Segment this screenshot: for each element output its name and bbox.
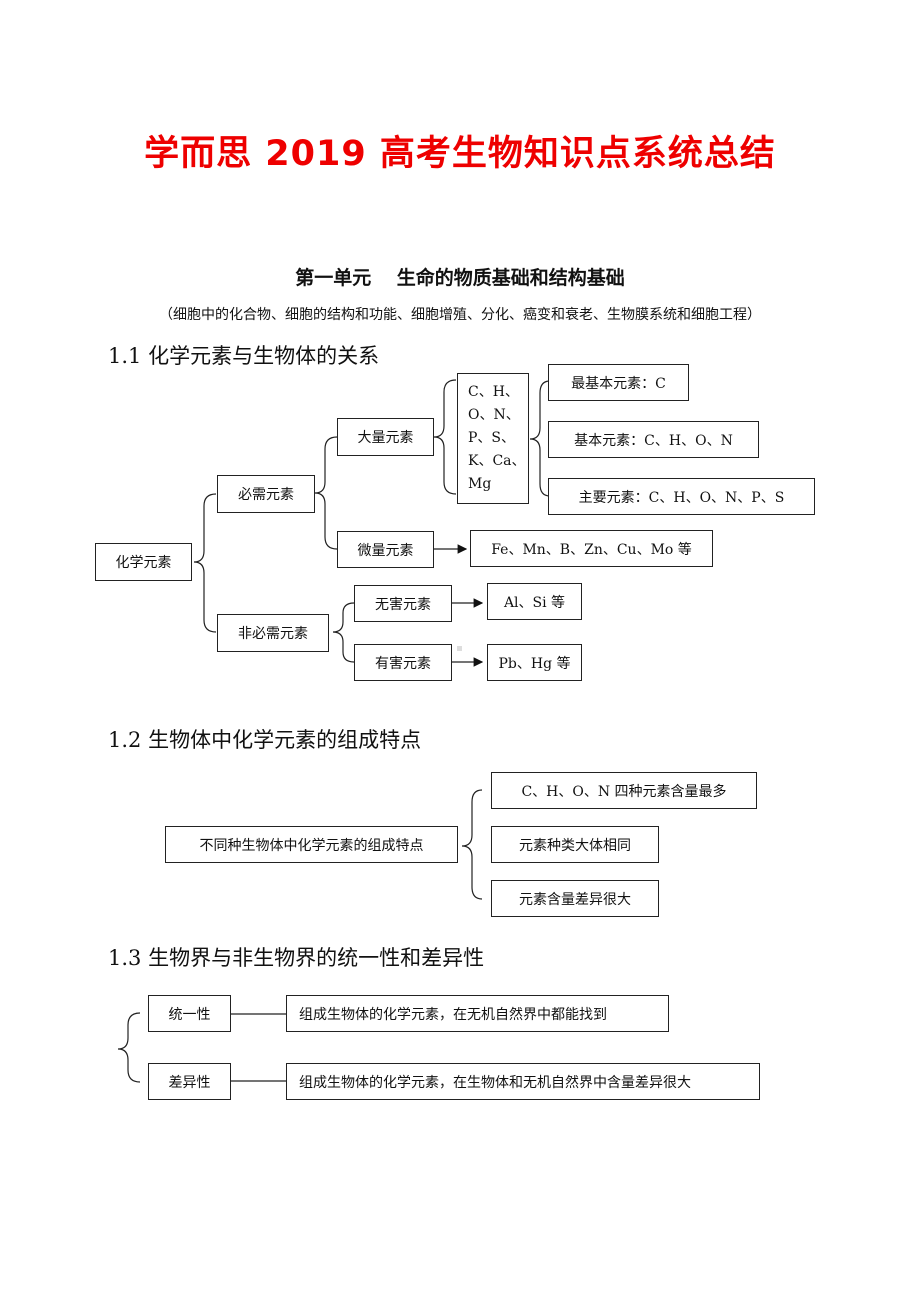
node-chemical-elements: 化学元素: [95, 543, 192, 581]
node-harmless-element-list: Al、Si 等: [487, 583, 582, 620]
node-macro-elements: 大量元素: [337, 418, 434, 456]
node-harmful-elements: 有害元素: [354, 644, 452, 681]
macro-list-line: K、Ca、: [468, 453, 526, 469]
node-unity-description: 组成生物体的化学元素，在无机自然界中都能找到: [286, 995, 669, 1032]
node-micro-element-list: Fe、Mn、B、Zn、Cu、Mo 等: [470, 530, 713, 567]
node-unity: 统一性: [148, 995, 231, 1032]
macro-list-line: Mg: [468, 476, 492, 492]
node-difference-description: 组成生物体的化学元素，在生物体和无机自然界中含量差异很大: [286, 1063, 760, 1100]
node-composition-features: 不同种生物体中化学元素的组成特点: [165, 826, 458, 863]
macro-list-line: P、S、: [468, 430, 516, 446]
unit-subtitle: （细胞中的化合物、细胞的结构和功能、细胞增殖、分化、癌变和衰老、生物膜系统和细胞…: [159, 307, 761, 323]
document-title: 学而思 2019 高考生物知识点系统总结: [144, 134, 776, 174]
node-macro-element-list: C、H、 O、N、 P、S、 K、Ca、 Mg: [457, 373, 529, 504]
node-nonessential-elements: 非必需元素: [217, 614, 329, 652]
unit-title: 第一单元 生命的物质基础和结构基础: [295, 267, 625, 289]
node-main-elements: 主要元素：C、H、O、N、P、S: [548, 478, 815, 515]
feature-item: 元素种类大体相同: [491, 826, 659, 863]
decorative-dot: [457, 646, 462, 651]
macro-list-line: O、N、: [468, 407, 520, 423]
feature-item: 元素含量差异很大: [491, 880, 659, 917]
node-harmless-elements: 无害元素: [354, 585, 452, 622]
section-1-1-heading: 1.1 化学元素与生物体的关系: [108, 344, 380, 368]
section-1-2-heading: 1.2 生物体中化学元素的组成特点: [108, 728, 422, 752]
feature-item: C、H、O、N 四种元素含量最多: [491, 772, 757, 809]
node-harmful-element-list: Pb、Hg 等: [487, 644, 582, 681]
section-1-3-heading: 1.3 生物界与非生物界的统一性和差异性: [108, 946, 485, 970]
macro-list-line: C、H、: [468, 384, 519, 400]
node-micro-elements: 微量元素: [337, 531, 434, 568]
node-difference: 差异性: [148, 1063, 231, 1100]
node-basic-elements: 基本元素：C、H、O、N: [548, 421, 759, 458]
node-essential-elements: 必需元素: [217, 475, 315, 513]
node-most-basic-element: 最基本元素：C: [548, 364, 689, 401]
